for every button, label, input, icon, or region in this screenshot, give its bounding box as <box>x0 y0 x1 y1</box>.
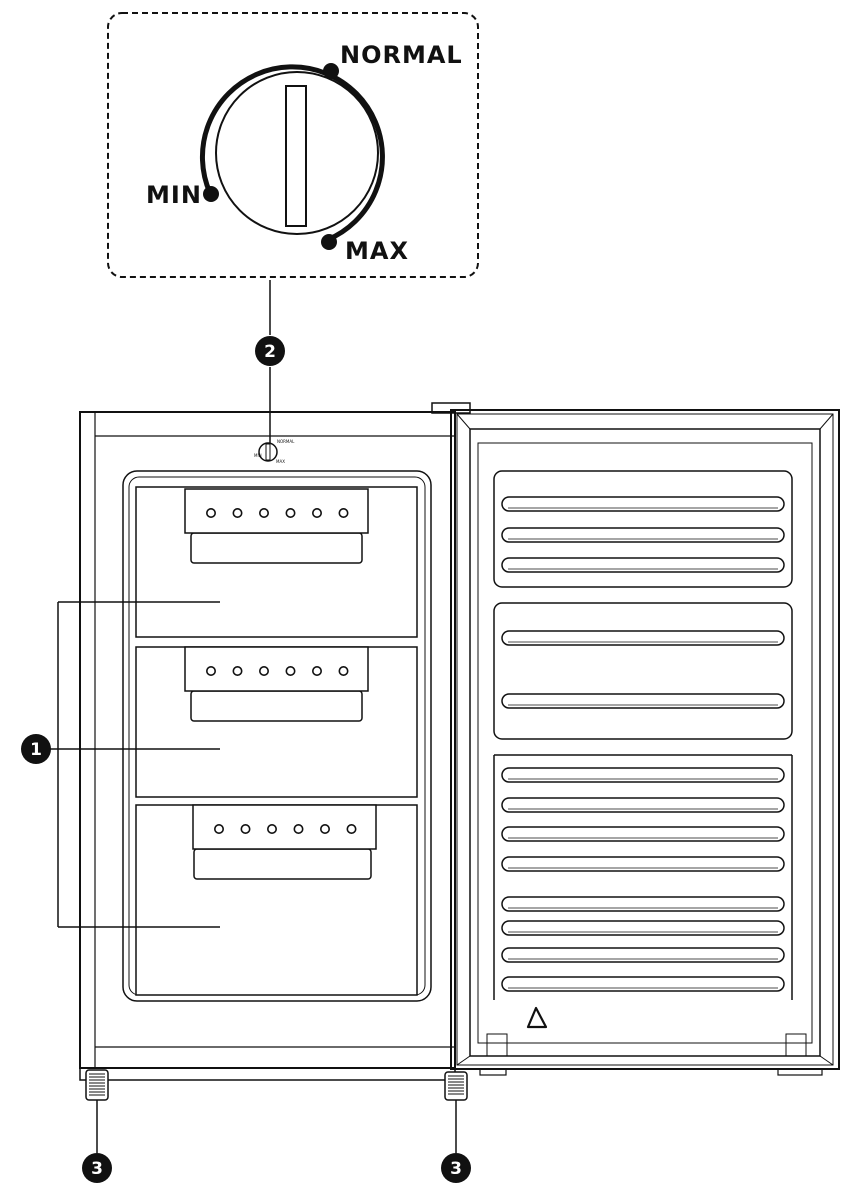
door-bars <box>501 496 785 992</box>
drawer-hole <box>232 507 243 518</box>
door-bar <box>501 920 785 936</box>
drawer-hole <box>206 665 217 676</box>
door-bar <box>501 826 785 842</box>
callout-1: 1 <box>21 734 51 764</box>
drawer-hole <box>206 507 217 518</box>
svg-text:MIN: MIN <box>254 453 262 458</box>
dial-detail: NORMAL MIN MAX <box>107 12 479 278</box>
callout-3-left: 3 <box>82 1153 112 1183</box>
door-panel-upper <box>493 470 793 588</box>
drawer-hole <box>338 507 349 518</box>
drawer-hole <box>285 665 296 676</box>
drawer-hole <box>346 823 357 834</box>
callout-3-number-left: 3 <box>91 1159 103 1179</box>
cabinet-liner <box>122 470 432 1002</box>
dial-label-min: MIN <box>146 181 202 209</box>
callout-3-right: 3 <box>441 1153 471 1183</box>
drawer-hole <box>338 665 349 676</box>
callout-3-number-right: 3 <box>450 1159 462 1179</box>
door-bar <box>501 630 785 646</box>
door-bar <box>501 693 785 709</box>
door-bar <box>501 496 785 512</box>
recycle-icon <box>526 1006 548 1029</box>
drawer-1 <box>135 486 418 638</box>
callout-1-bracket <box>50 601 220 928</box>
door-bar <box>501 976 785 992</box>
foot-left <box>85 1069 109 1101</box>
drawer-hole <box>285 507 296 518</box>
callout-2: 2 <box>255 336 285 366</box>
door-bar <box>501 557 785 573</box>
cabinet-base <box>79 1067 456 1081</box>
door-gasket <box>469 428 821 1057</box>
foot-right <box>444 1071 468 1101</box>
drawers <box>135 486 418 996</box>
svg-text:NORMAL: NORMAL <box>277 439 295 444</box>
dial-knob-grip <box>285 85 307 227</box>
drawer-3 <box>135 804 418 996</box>
door-bar <box>501 767 785 783</box>
drawer-hole <box>214 823 225 834</box>
drawer-hole <box>266 823 277 834</box>
drawer-hole <box>258 665 269 676</box>
door-bar <box>501 856 785 872</box>
drawer-hole <box>293 823 304 834</box>
door-outline <box>450 409 840 1070</box>
door-bar <box>501 797 785 813</box>
callout-2-number: 2 <box>264 342 276 362</box>
drawer-hole <box>311 507 322 518</box>
freezer-cabinet: NORMAL MIN MAX <box>79 411 456 1081</box>
drawer-2 <box>135 646 418 798</box>
drawer-hole <box>311 665 322 676</box>
dial-dot-max <box>321 234 337 250</box>
door-bar <box>501 527 785 543</box>
svg-text:MAX: MAX <box>276 459 285 464</box>
door-bar <box>501 947 785 963</box>
cabinet-thermostat-icon <box>258 442 278 462</box>
door-panel-middle <box>493 602 793 740</box>
drawer-hole <box>258 507 269 518</box>
dial-label-max: MAX <box>345 237 409 265</box>
door-bar <box>501 896 785 912</box>
dial-label-normal: NORMAL <box>340 41 463 69</box>
drawer-hole <box>240 823 251 834</box>
callout-1-number: 1 <box>30 740 42 760</box>
drawer-hole <box>319 823 330 834</box>
freezer-door <box>431 402 840 1076</box>
dial-detail-frame <box>107 12 479 278</box>
dial-dot-min <box>203 186 219 202</box>
drawer-hole <box>232 665 243 676</box>
dial-dot-normal <box>323 63 339 79</box>
